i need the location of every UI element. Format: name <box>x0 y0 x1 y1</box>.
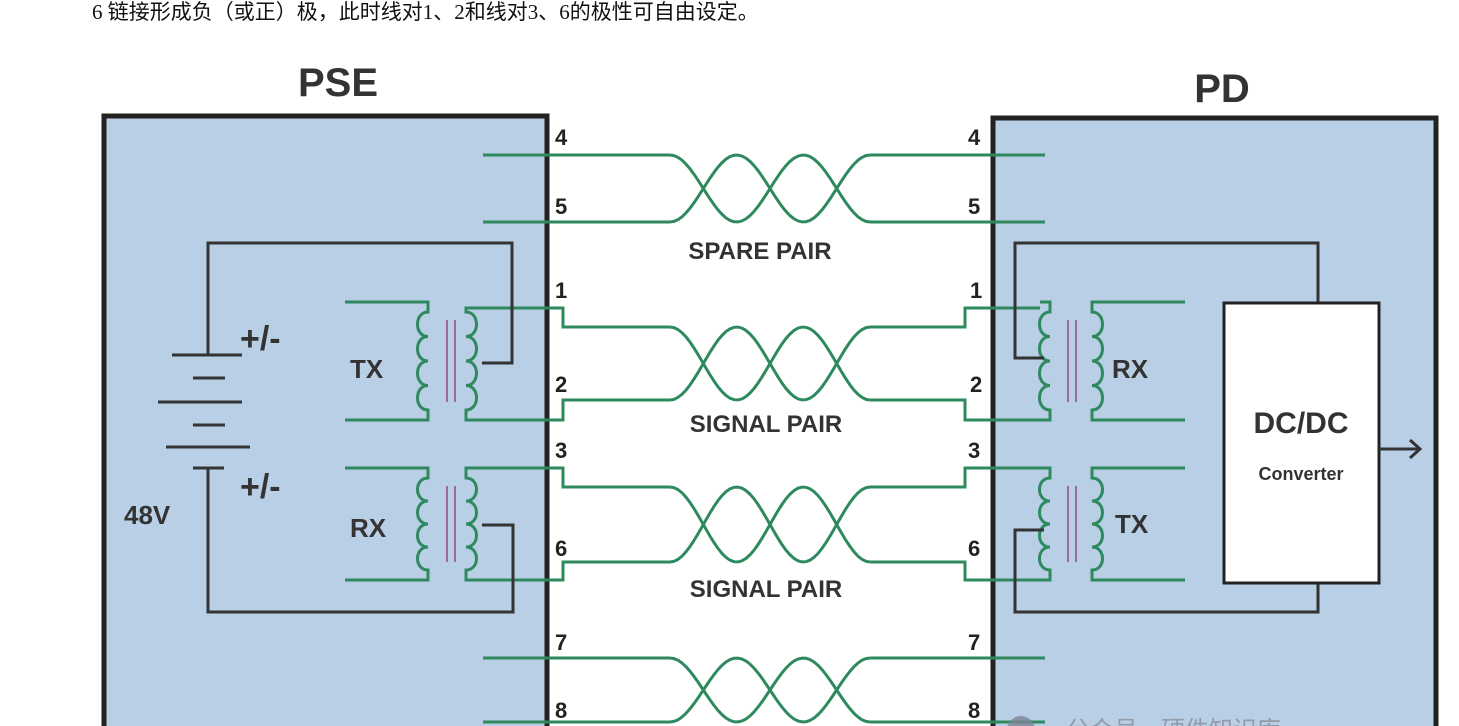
watermark: 公众号 · 硬件知识库 <box>1007 716 1281 726</box>
pin-3-left: 3 <box>555 438 567 463</box>
pin-1-right: 1 <box>970 278 982 303</box>
pin-7-left: 7 <box>555 630 567 655</box>
converter-title: DC/DC <box>1254 407 1349 440</box>
pd-secondary-coil-1 <box>1038 466 1052 582</box>
twisted-pairs <box>669 153 871 724</box>
converter-subtitle: Converter <box>1258 464 1343 484</box>
watermark-logo-icon <box>1007 716 1035 726</box>
pin-6-right: 6 <box>968 536 980 561</box>
pd-primary-coil-1 <box>1090 466 1185 582</box>
pse-core-0 <box>446 320 456 402</box>
pse-tx-label: TX <box>350 354 384 384</box>
pse-secondary-coil-0 <box>464 306 480 422</box>
dc-dc-converter <box>1222 301 1381 585</box>
pd-rx-label: RX <box>1112 354 1149 384</box>
twisted-wire-0 <box>669 153 871 224</box>
twisted-wire-3 <box>669 656 871 724</box>
pin-4-right: 4 <box>968 125 981 150</box>
pse-core-1 <box>446 486 456 562</box>
body-paragraph: 6 链接形成负（或正）极，此时线对1、2和线对3、6的极性可自由设定。 <box>92 0 759 24</box>
pse-primary-coil-1 <box>345 466 430 582</box>
output-arrow-icon <box>1379 438 1423 460</box>
pin-4-left: 4 <box>555 125 568 150</box>
signal-pair-label-2: SIGNAL PAIR <box>690 576 842 603</box>
pin-5-left: 5 <box>555 194 567 219</box>
pd-primary-coil-0 <box>1090 300 1185 422</box>
pin-5-right: 5 <box>968 194 980 219</box>
pd-tx-label: TX <box>1115 509 1149 539</box>
pd-title: PD <box>1194 67 1250 111</box>
pse-power-loop <box>206 241 515 614</box>
pin-2-left: 2 <box>555 372 567 397</box>
twisted-wire-2 <box>669 485 871 564</box>
pin-labels-left: 4 5 1 2 3 6 7 8 <box>555 125 568 723</box>
pd-core-1 <box>1067 486 1077 562</box>
pin-8-right: 8 <box>968 698 980 723</box>
pd-core-0 <box>1067 320 1077 402</box>
signal-pair-label-1: SIGNAL PAIR <box>690 411 842 438</box>
watermark-text: 公众号 · 硬件知识库 <box>1066 716 1281 726</box>
pd-secondary-coil-0 <box>1038 300 1052 422</box>
voltage-label: 48V <box>124 500 171 530</box>
polarity-bottom: +/- <box>240 468 281 506</box>
wires <box>480 153 1045 724</box>
pin-6-left: 6 <box>555 536 567 561</box>
pin-labels-right: 4 5 1 2 3 6 7 8 <box>968 125 982 723</box>
pin-2-right: 2 <box>970 372 982 397</box>
pse-primary-coil-0 <box>345 300 430 422</box>
pse-secondary-coil-1 <box>464 466 480 582</box>
transformers <box>345 300 1185 582</box>
polarity-top: +/- <box>240 320 281 358</box>
pd-power-loop <box>1013 241 1320 614</box>
pin-3-right: 3 <box>968 438 980 463</box>
pin-8-left: 8 <box>555 698 567 723</box>
pse-rx-label: RX <box>350 513 387 543</box>
twisted-wire-1 <box>669 325 871 402</box>
pin-1-left: 1 <box>555 278 567 303</box>
spare-pair-label: SPARE PAIR <box>688 238 831 265</box>
pin-7-right: 7 <box>968 630 980 655</box>
pse-title: PSE <box>298 61 378 105</box>
battery-icon <box>158 353 250 470</box>
